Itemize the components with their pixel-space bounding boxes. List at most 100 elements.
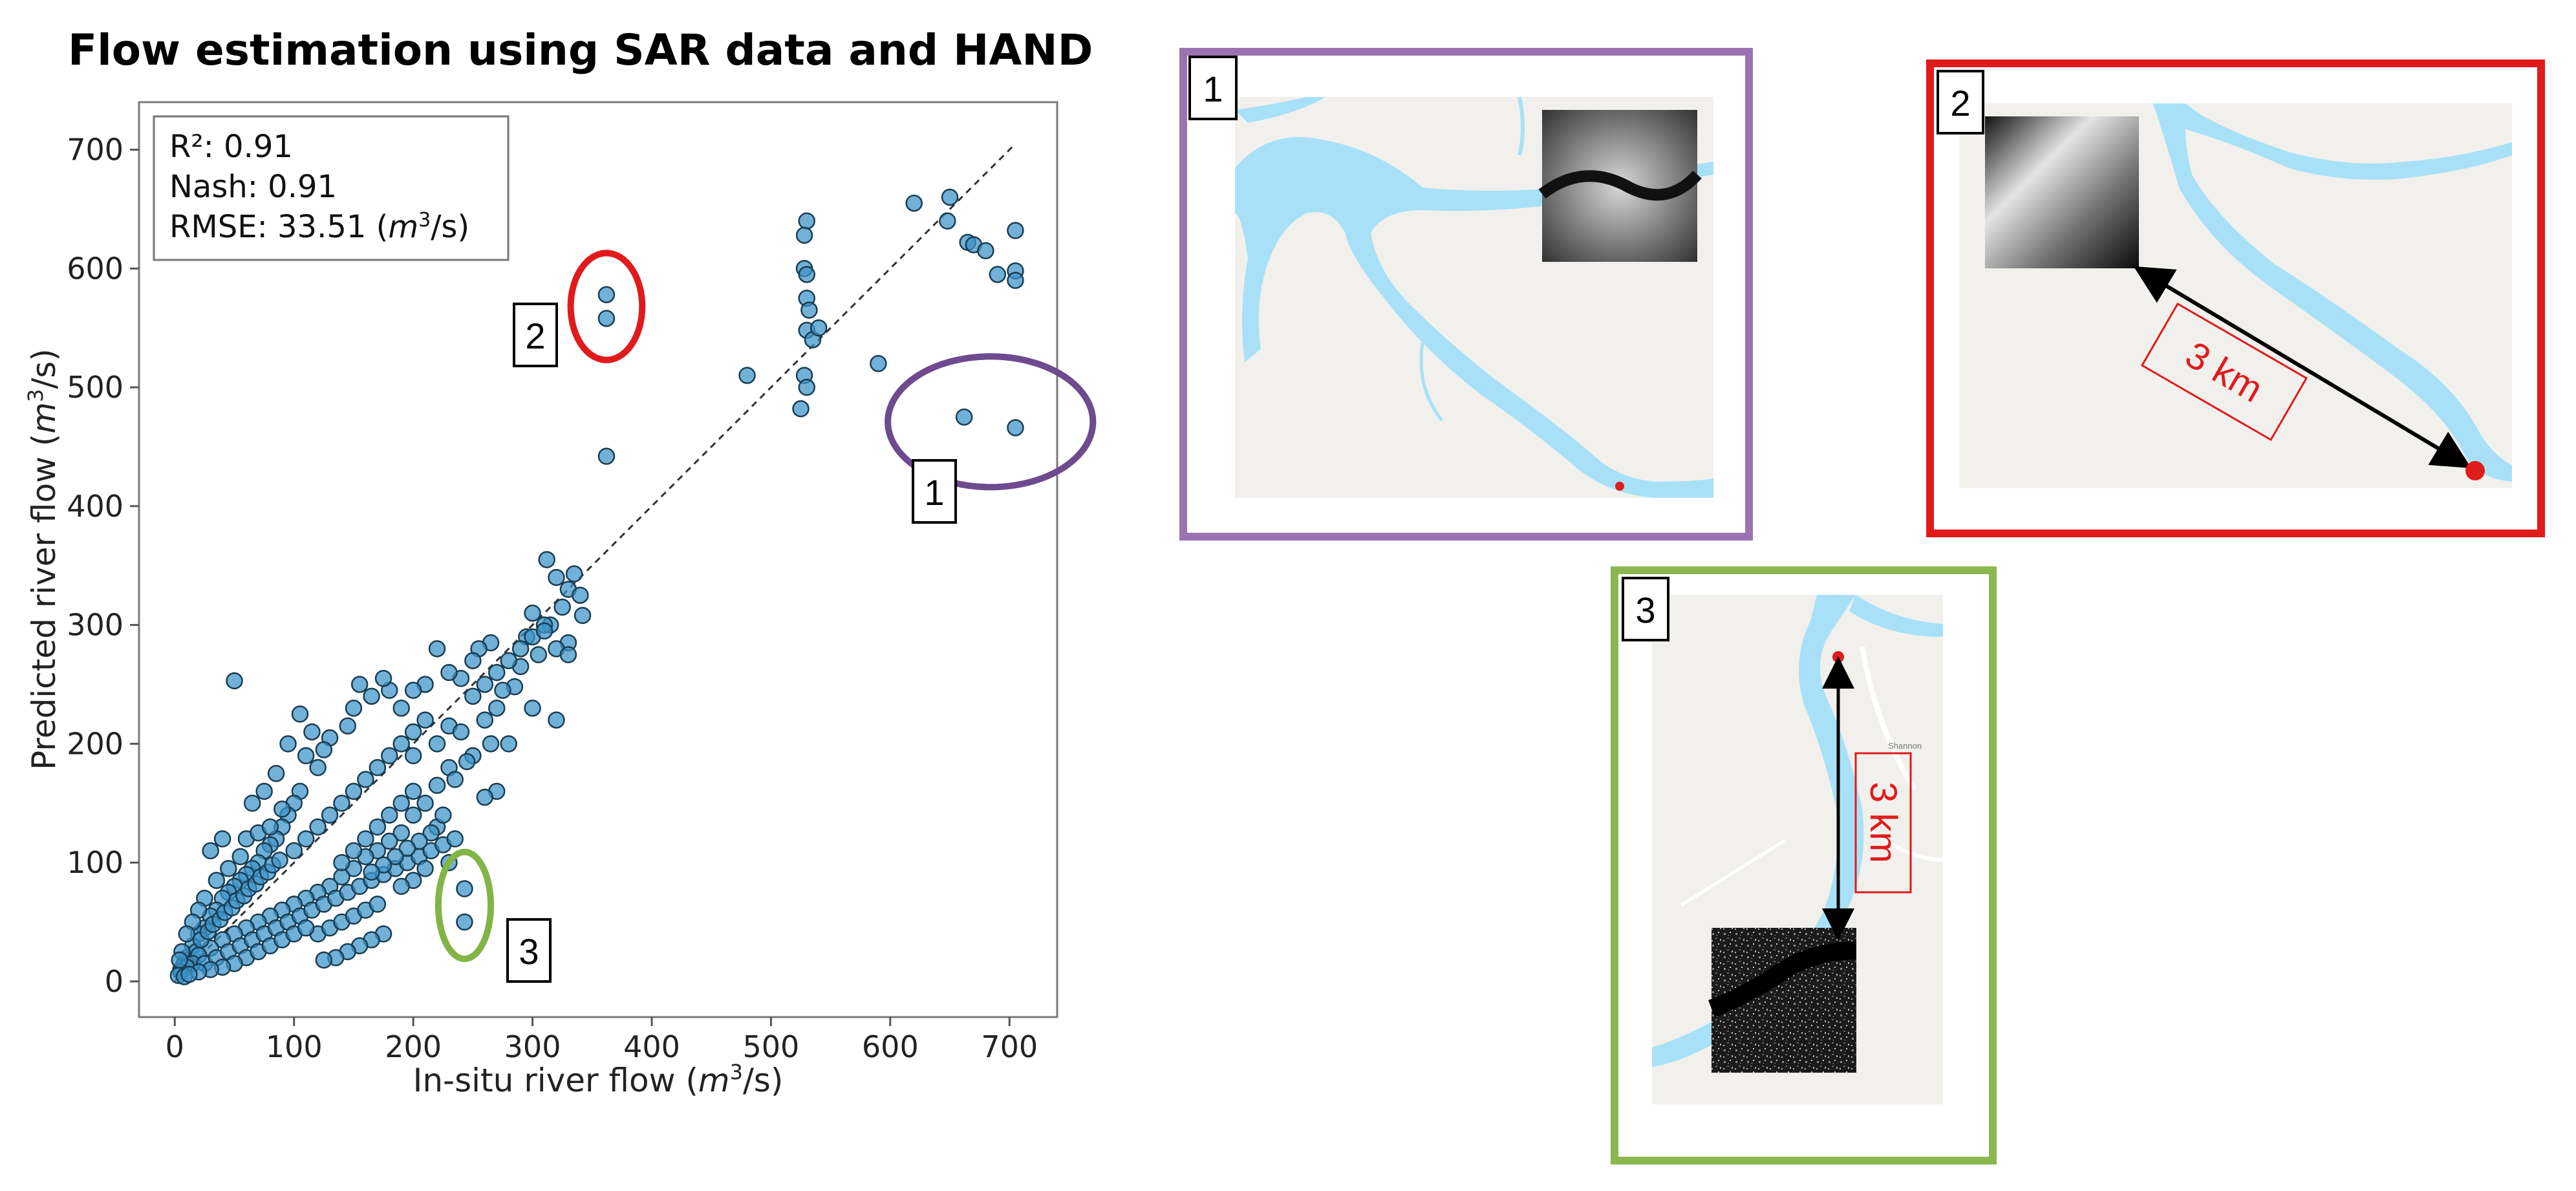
y-tick-label: 500: [67, 370, 123, 405]
scatter-point: [941, 188, 959, 206]
map-panel-1: 1: [1179, 48, 1753, 541]
scatter-point: [500, 652, 517, 669]
scatter-point: [597, 447, 616, 465]
scatter-point: [905, 194, 923, 212]
scatter-point: [333, 794, 350, 812]
scatter-point: [404, 806, 422, 824]
stat-nash: Nash: 0.91: [169, 169, 337, 205]
x-tick-label: 500: [742, 1029, 799, 1064]
scatter-point: [321, 806, 339, 824]
scatter-point: [274, 800, 291, 818]
scatter-point: [428, 777, 446, 794]
scatter-point: [553, 598, 571, 616]
highlight-ring-2: [567, 250, 646, 363]
scatter-point: [404, 747, 422, 764]
scatter-point: [500, 735, 517, 753]
scatter-point: [798, 212, 815, 230]
map-panel-2: 3 km 2: [1926, 59, 2545, 537]
y-tick-label: 200: [67, 726, 123, 761]
x-tick-label: 700: [981, 1029, 1038, 1064]
scatter-point: [255, 782, 273, 800]
gauge-point-2: [2465, 461, 2485, 480]
x-axis-label: In-situ river flow (m3/s): [413, 1060, 784, 1099]
scatter-point: [297, 830, 315, 848]
scatter-point: [535, 622, 553, 640]
scatter-point: [279, 735, 297, 753]
scatter-point: [178, 925, 196, 943]
scatter-point: [955, 408, 973, 426]
svg-text:2: 2: [525, 316, 545, 356]
scatter-point: [297, 919, 315, 937]
scatter-point: [267, 765, 285, 782]
scatter-point: [291, 705, 309, 723]
svg-text:3: 3: [519, 931, 539, 972]
scatter-point: [285, 842, 303, 859]
scatter-point: [458, 753, 476, 771]
scatter-point: [381, 747, 398, 764]
scatter-point: [339, 717, 356, 735]
stats-box: R²: 0.91 Nash: 0.91 RMSE: 33.51 (m3/s): [153, 115, 510, 261]
y-tick-label: 600: [67, 251, 123, 286]
scatter-point: [381, 806, 398, 824]
x-tick-label: 600: [862, 1029, 919, 1064]
scatter-point: [213, 830, 231, 848]
scatter-point: [1007, 272, 1024, 289]
chart-title: Flow estimation using SAR data and HAND: [68, 25, 1093, 75]
scatter-point: [243, 794, 261, 812]
scatter-point: [392, 699, 410, 717]
scatter-point: [404, 782, 422, 800]
scatter-point: [1007, 419, 1024, 436]
scatter-point: [810, 319, 828, 337]
scatter-point: [381, 832, 398, 850]
scatter-point: [309, 818, 327, 836]
scatter-point: [392, 877, 410, 896]
scatter-point: [231, 848, 250, 866]
callout-box-2: 2: [513, 303, 558, 367]
scatter-point: [538, 551, 555, 568]
scatter-point: [565, 565, 583, 583]
scatter-point: [800, 301, 818, 319]
x-tick-label: 300: [504, 1029, 561, 1064]
scatter-point: [559, 646, 577, 663]
x-tick-label: 400: [623, 1029, 680, 1064]
svg-text:3: 3: [1635, 590, 1655, 630]
scatter-point: [464, 687, 482, 705]
scatter-point: [792, 400, 810, 418]
scatter-point: [456, 913, 473, 931]
svg-text:1: 1: [1203, 69, 1223, 109]
scatter-point: [795, 226, 813, 244]
scatter-point: [524, 699, 541, 717]
scatter-point: [456, 880, 473, 897]
y-tick-label: 300: [67, 608, 123, 643]
scatter-point: [369, 818, 387, 836]
scatter-point: [548, 711, 565, 729]
scatter-point: [597, 310, 616, 327]
scatter-points: [169, 188, 1024, 985]
scatter-point: [363, 687, 380, 705]
scatter-point: [345, 782, 363, 800]
y-tick-label: 0: [105, 964, 123, 999]
gauge-point-3: [1832, 651, 1844, 663]
scatter-point: [171, 951, 188, 969]
scatter-point: [440, 663, 458, 681]
scatter-point: [202, 842, 219, 859]
highlight-ring-3: [435, 848, 495, 962]
scatter-point: [476, 788, 494, 806]
scatter-point: [404, 681, 422, 699]
scatter-point: [939, 212, 956, 230]
scatter-point: [369, 896, 387, 913]
scatter-point: [345, 842, 363, 859]
x-tick-label: 0: [166, 1029, 184, 1064]
scatter-point: [530, 646, 548, 663]
scatter-point: [345, 699, 363, 717]
highlight-rings: [435, 250, 1097, 962]
scatter-point: [315, 741, 333, 758]
scatter-point: [574, 606, 592, 625]
scatter-point: [303, 723, 321, 741]
scatter-point: [435, 806, 452, 824]
scatter-point: [977, 242, 994, 259]
scatter-point: [488, 699, 506, 717]
